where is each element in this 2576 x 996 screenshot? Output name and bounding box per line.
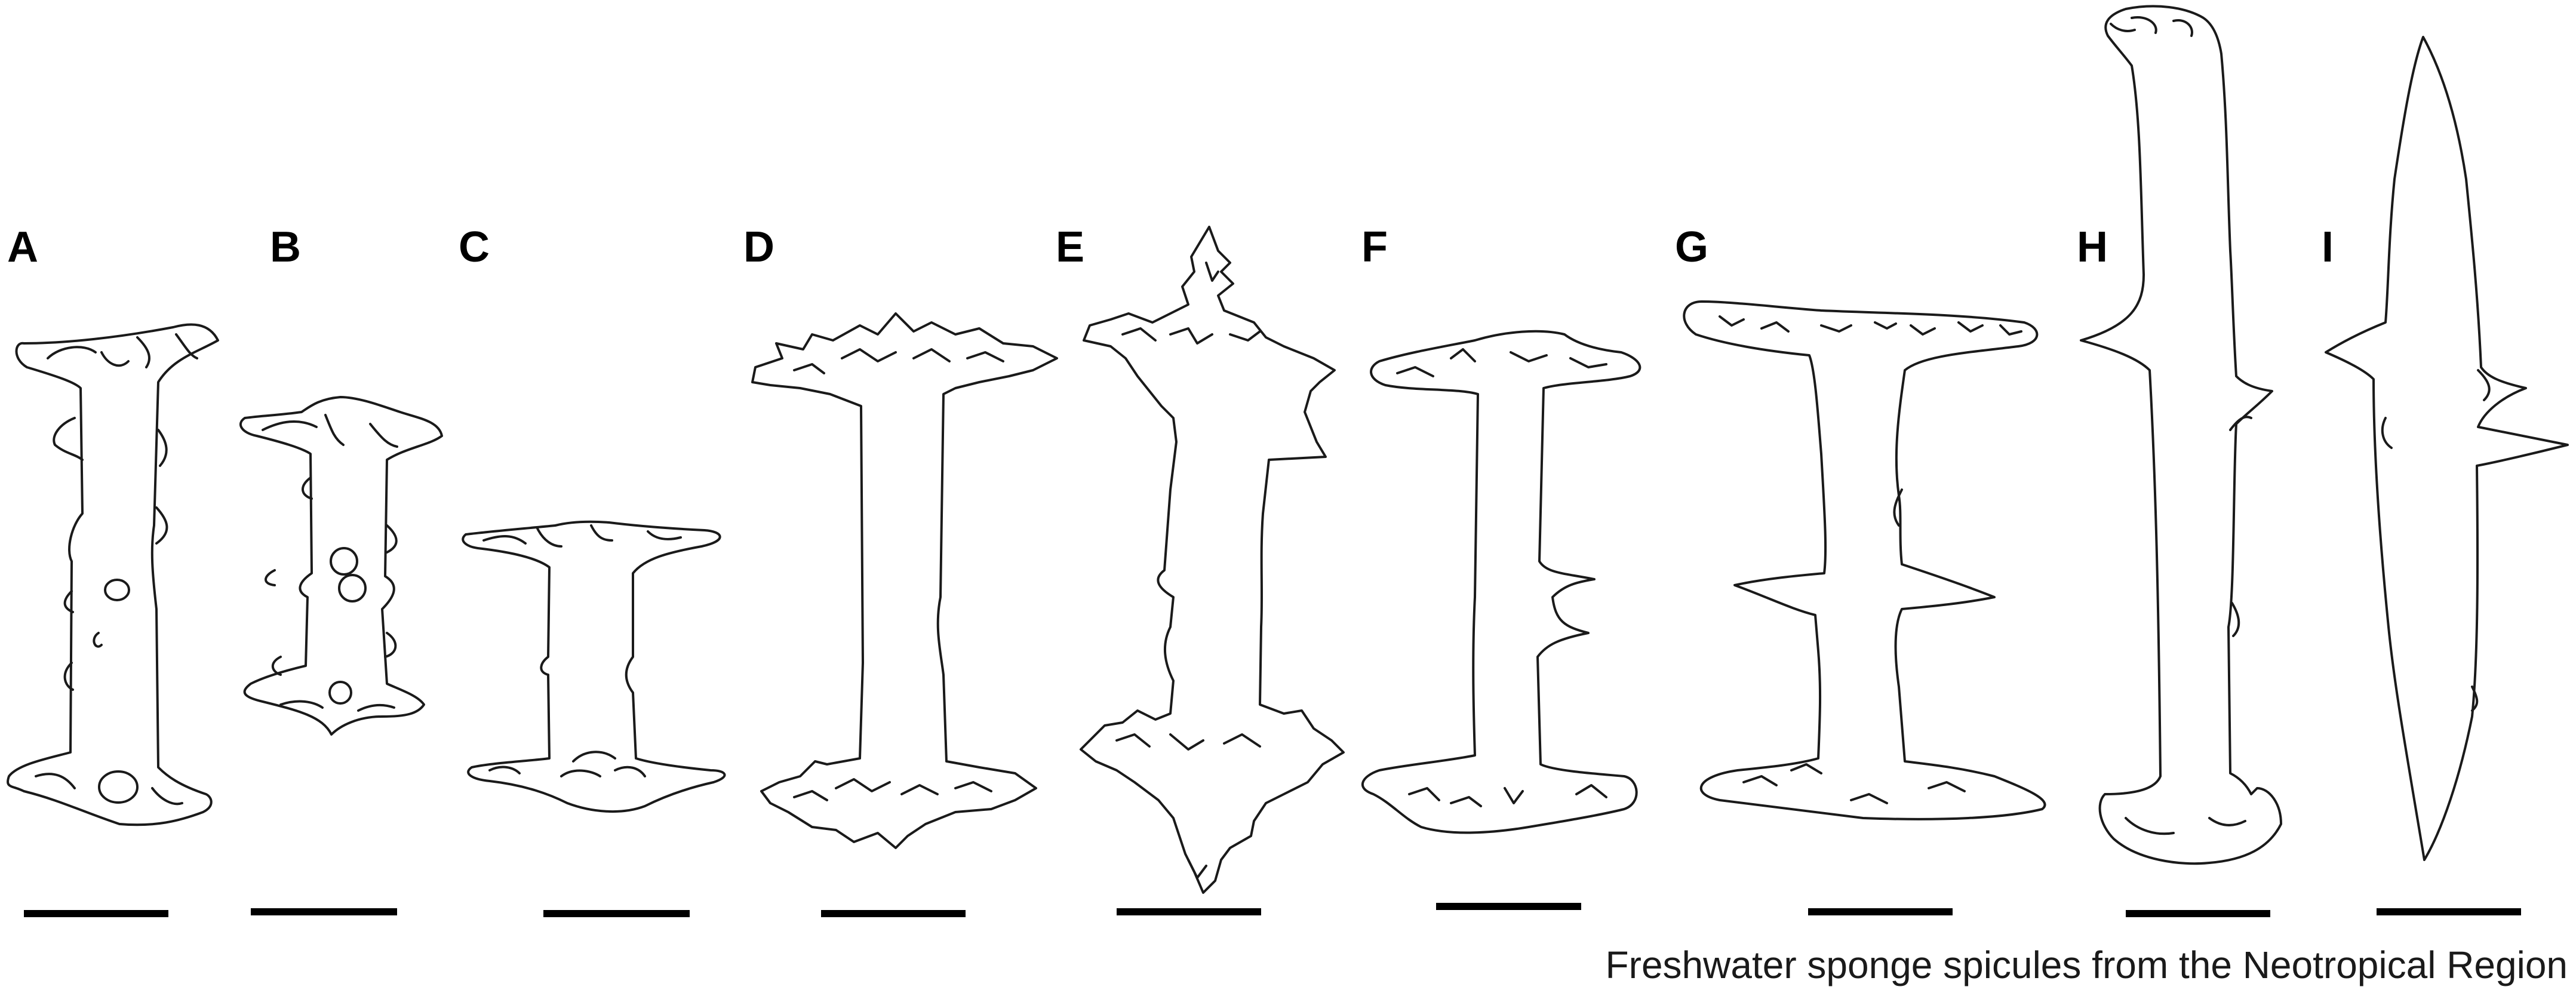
spicule-d [751, 312, 1058, 849]
spicule-a [7, 323, 219, 826]
panel-e: E [1056, 223, 1345, 894]
scale-bars [24, 903, 2521, 917]
figure-caption: Freshwater sponge spicules from the Neot… [1606, 943, 2568, 986]
panel-f: F [1361, 223, 1641, 834]
panel-label-d: D [743, 223, 774, 271]
panel-g: G [1675, 223, 2046, 820]
spicule-g [1683, 300, 2046, 820]
panel-label-b: B [270, 223, 301, 271]
panel-label-c: C [459, 223, 490, 271]
panel-i: I [2322, 36, 2569, 861]
panel-d: D [743, 223, 1058, 849]
spicule-f [1361, 330, 1641, 834]
panel-label-e: E [1056, 223, 1084, 271]
panel-label-h: H [2077, 223, 2108, 271]
panel-b: B [239, 223, 443, 736]
panel-label-g: G [1675, 223, 1708, 271]
spicule-c [462, 520, 726, 813]
spicule-e [1080, 226, 1345, 894]
spicule-b [239, 396, 443, 736]
panel-c: C [459, 223, 726, 813]
panel-label-f: F [1361, 223, 1388, 271]
panel-a: A [7, 223, 219, 826]
spicule-h [2080, 5, 2282, 865]
panel-h: H [2077, 5, 2282, 865]
spicule-i [2325, 36, 2569, 861]
panel-label-i: I [2322, 223, 2334, 271]
panel-label-a: A [7, 223, 38, 271]
